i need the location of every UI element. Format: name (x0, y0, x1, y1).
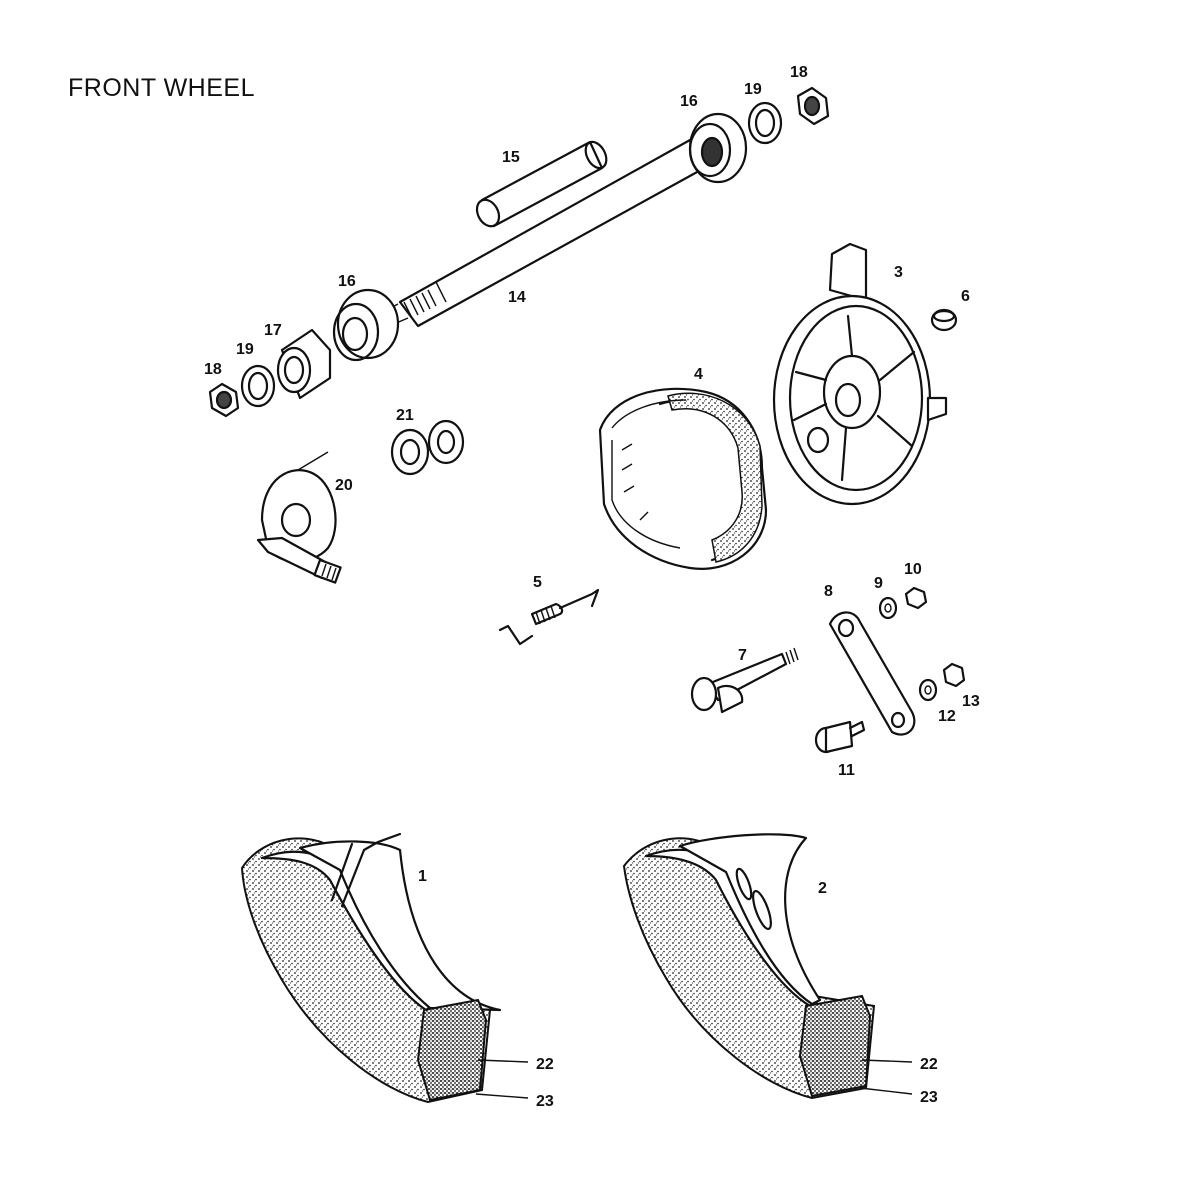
callout-18-left: 18 (204, 361, 222, 378)
part-brake-shoes (598, 387, 768, 570)
part-washer-9 (878, 596, 898, 620)
callout-10: 10 (904, 561, 922, 578)
part-nut-13 (942, 662, 966, 688)
callout-22-left: 22 (536, 1056, 554, 1073)
callout-18-right: 18 (790, 64, 808, 81)
callout-23-left: 23 (536, 1093, 554, 1110)
part-spring (498, 588, 600, 646)
callout-6: 6 (961, 288, 970, 305)
callout-9: 9 (874, 575, 883, 592)
part-rim-spoked (240, 832, 529, 1104)
part-nut-left (208, 382, 240, 418)
callout-19-left: 19 (236, 341, 254, 358)
callout-8: 8 (824, 583, 833, 600)
part-speedo-drive (256, 451, 342, 584)
callout-20: 20 (335, 477, 353, 494)
callout-17: 17 (264, 322, 282, 339)
part-washer-left (240, 364, 276, 408)
part-cam-spindle (690, 647, 799, 714)
part-spacer-tube (475, 140, 608, 228)
part-bearing-right (688, 112, 748, 184)
callout-13: 13 (962, 693, 980, 710)
part-rim-alloy (622, 833, 913, 1100)
part-collar (276, 328, 332, 400)
callout-22-right: 22 (920, 1056, 938, 1073)
callout-16-right: 16 (680, 93, 698, 110)
diagram-title: FRONT WHEEL (68, 74, 255, 102)
part-brake-plate (772, 242, 948, 506)
callout-3: 3 (894, 264, 903, 281)
part-nut-10 (904, 586, 928, 610)
callout-11: 11 (838, 762, 855, 779)
callout-12: 12 (938, 708, 956, 725)
part-bearing-left (332, 288, 400, 362)
callout-19-right: 19 (744, 81, 762, 98)
callout-5: 5 (533, 574, 542, 591)
callout-4: 4 (694, 366, 703, 383)
part-pin (814, 720, 866, 754)
callout-1: 1 (418, 868, 427, 885)
callout-14: 14 (508, 289, 526, 306)
part-washer-12 (918, 678, 938, 702)
callout-16-left: 16 (338, 273, 356, 290)
part-cap (930, 308, 958, 332)
callout-21: 21 (396, 407, 414, 424)
part-nut-right (796, 86, 830, 126)
part-washer-right (747, 101, 783, 145)
callout-15: 15 (502, 149, 520, 166)
part-washers-pair (390, 419, 465, 476)
callout-7: 7 (738, 647, 747, 664)
callout-labels: 1 2 3 4 5 6 7 8 9 10 11 12 13 14 15 16 1… (204, 64, 980, 1110)
callout-2: 2 (818, 880, 827, 897)
callout-23-right: 23 (920, 1089, 938, 1106)
part-lever (828, 611, 916, 736)
